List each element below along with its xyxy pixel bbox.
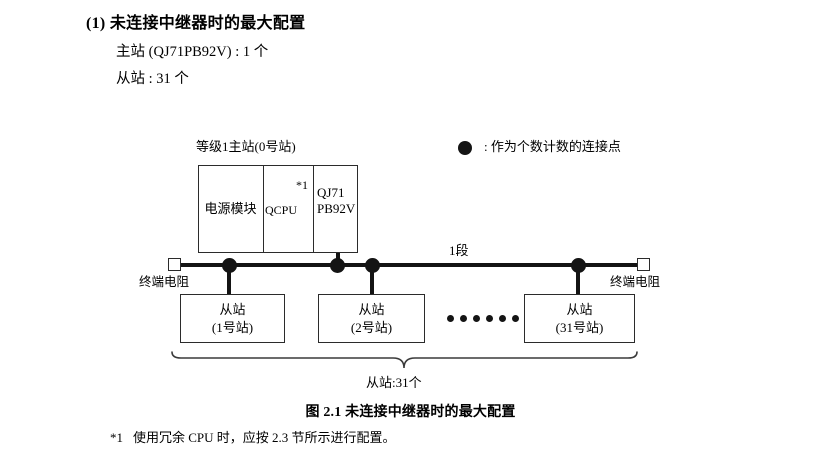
connection-node-slave-2 xyxy=(365,258,380,273)
terminator-right-icon xyxy=(637,258,650,271)
slave-31-drop-line xyxy=(576,266,580,294)
master-count-line: 主站 (QJ71PB92V) : 1 个 xyxy=(116,44,269,60)
slave-station-1-line1: 从站 xyxy=(219,301,246,317)
slave-2-drop-line xyxy=(370,266,374,294)
profibus-module-label-line2: PB92V xyxy=(317,200,356,216)
connection-node-master xyxy=(330,258,345,273)
profibus-module-label-line1: QJ71 xyxy=(317,185,345,200)
terminator-right-label: 终端电阻 xyxy=(610,275,661,289)
rack-divider-2 xyxy=(313,165,314,253)
master-station-label: 等级1主站(0号站) xyxy=(196,139,296,154)
slaves-group-brace xyxy=(171,351,638,369)
slave-1-drop-line xyxy=(227,266,231,294)
qcpu-footnote-marker: *1 xyxy=(296,178,308,192)
slave-station-31: 从站 (31号站) xyxy=(524,294,635,343)
legend-text: : 作为个数计数的连接点 xyxy=(484,139,621,154)
slave-count-line: 从站 : 31 个 xyxy=(116,71,189,87)
connection-node-slave-31 xyxy=(571,258,586,273)
slave-station-31-line1: 从站 xyxy=(566,301,593,317)
slave-station-1-line2: (1号站) xyxy=(211,319,254,335)
figure-caption: 图 2.1 未连接中继器时的最大配置 xyxy=(305,405,516,420)
qcpu-module-slot: QCPU xyxy=(263,165,313,253)
power-module-label: 电源模块 xyxy=(204,201,257,217)
footnote: *1 使用冗余 CPU 时，应按 2.3 节所示进行配置。 xyxy=(110,427,396,446)
slave-station-2-line2: (2号站) xyxy=(350,319,393,335)
connection-node-slave-1 xyxy=(222,258,237,273)
qcpu-module-label: QCPU xyxy=(265,203,298,217)
footnote-marker: *1 xyxy=(110,430,123,445)
master-rack xyxy=(198,165,358,253)
legend-filled-circle-icon xyxy=(458,141,472,155)
fieldbus-trunk-line xyxy=(178,263,642,267)
slaves-ellipsis-icon xyxy=(447,315,519,322)
rack-divider-1 xyxy=(263,165,264,253)
segment-label: 1段 xyxy=(449,243,469,258)
terminator-left-label: 终端电阻 xyxy=(139,275,190,289)
slaves-group-label: 从站:31个 xyxy=(366,375,422,390)
slave-station-2: 从站 (2号站) xyxy=(318,294,425,343)
profibus-module-slot: QJ71 PB92V xyxy=(313,165,358,253)
slave-station-2-line1: 从站 xyxy=(358,301,385,317)
power-module-slot: 电源模块 xyxy=(198,165,263,253)
terminator-left-icon xyxy=(168,258,181,271)
slave-station-1: 从站 (1号站) xyxy=(180,294,285,343)
slave-station-31-line2: (31号站) xyxy=(555,319,604,335)
page-title: (1) 未连接中继器时的最大配置 xyxy=(86,15,306,32)
footnote-text: 使用冗余 CPU 时，应按 2.3 节所示进行配置。 xyxy=(133,430,396,445)
